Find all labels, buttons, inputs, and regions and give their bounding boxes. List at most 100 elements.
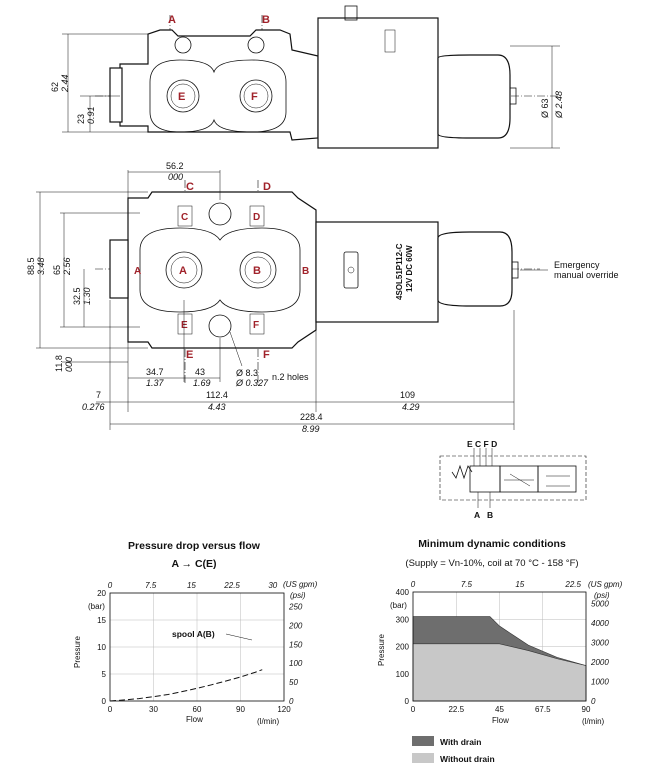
dim-11-in: 000 xyxy=(64,357,74,372)
port-label-e-below: E xyxy=(186,349,193,361)
chart-left-title: Pressure drop versus flow xyxy=(128,540,261,552)
dim-56: 56.2 xyxy=(166,161,184,171)
port-label-d-body: D xyxy=(253,212,260,223)
port-label-e-body: E xyxy=(181,320,188,331)
y-tick-label: 10 xyxy=(97,643,106,652)
symbol-label-b: B xyxy=(487,510,493,520)
dim-34-in: 1.37 xyxy=(146,378,165,388)
port-boss-outline-front xyxy=(139,227,301,313)
port-label-c: C xyxy=(186,181,194,193)
dim-62-in: 2.44 xyxy=(60,74,70,93)
x-tick-label: 90 xyxy=(236,705,245,714)
left-fitting-front xyxy=(109,239,129,299)
leader-line xyxy=(229,331,243,367)
coil-label-1: 4SOL51P112-C xyxy=(395,243,404,300)
port-a-top xyxy=(174,36,192,54)
dim-88-in: 3.48 xyxy=(36,257,46,275)
port-label-b: B xyxy=(262,14,270,26)
hydraulic-symbol: E C F D A B xyxy=(439,439,587,520)
y-tick-label: 0 xyxy=(405,697,410,706)
dim-32: 32.5 xyxy=(72,287,82,305)
dim-d63-in: Ø 2.48 xyxy=(554,91,564,119)
chart-right-xlabel: Flow xyxy=(492,716,509,725)
dim-23-in: 0.91 xyxy=(86,106,96,124)
solenoid-coil-front xyxy=(315,221,439,323)
secondary-y-tick: 2000 xyxy=(590,658,609,667)
dim-88: 88.5 xyxy=(26,257,36,275)
dim-109-in: 4.29 xyxy=(402,402,420,412)
chart-right-ylabel: Pressure xyxy=(377,633,386,666)
y-tick-label: 15 xyxy=(97,616,106,625)
legend-with-drain: With drain xyxy=(440,737,481,747)
dim-hole: Ø 8.3 xyxy=(236,368,258,378)
secondary-x-tick: 7.5 xyxy=(145,581,157,590)
port-d-boss xyxy=(249,205,265,227)
port-label-b-front: B xyxy=(253,265,261,277)
y-tick-label: 400 xyxy=(396,588,410,597)
x-tick-label: 120 xyxy=(277,705,291,714)
solenoid-cap-top xyxy=(437,54,511,139)
port-a-circle xyxy=(165,251,203,289)
chart-right-top-unit: (US gpm) xyxy=(588,580,623,589)
plot-frame xyxy=(109,592,285,702)
spring-symbol xyxy=(451,464,473,480)
secondary-y-tick: 250 xyxy=(288,603,303,612)
secondary-y-tick: 100 xyxy=(289,659,303,668)
chart-right-right-unit: (psi) xyxy=(594,591,610,600)
chart-min-dynamic: Minimum dynamic conditions (Supply = Vn-… xyxy=(377,538,623,764)
dim-7: 7 xyxy=(96,390,101,400)
port-label-a-front: A xyxy=(179,265,187,277)
symbol-boundary xyxy=(439,455,587,501)
legend-swatch-without xyxy=(412,753,434,763)
dim-hole-note: n.2 holes xyxy=(272,372,309,382)
x-tick-label: 30 xyxy=(149,705,158,714)
left-fitting xyxy=(109,67,123,123)
port-label-f-body: F xyxy=(253,320,259,331)
y-tick-label: 300 xyxy=(396,615,410,624)
port-e-inner xyxy=(170,83,196,109)
secondary-x-tick: 22.5 xyxy=(564,580,581,589)
secondary-x-tick: 22.5 xyxy=(223,581,240,590)
override-button[interactable] xyxy=(511,261,519,279)
x-tick-label: 60 xyxy=(193,705,202,714)
dim-109: 109 xyxy=(400,390,415,400)
solenoid-coil-top xyxy=(317,17,439,149)
secondary-y-tick: 5000 xyxy=(591,600,609,609)
chart-left-right-unit: (psi) xyxy=(290,591,306,600)
dim-23: 23 xyxy=(76,114,86,124)
dim-d63: Ø 63 xyxy=(540,98,550,118)
dim-65-in: 2.56 xyxy=(62,257,72,276)
secondary-x-tick: 0 xyxy=(108,581,113,590)
port-label-f-below: F xyxy=(263,349,270,361)
port-label-c-body: C xyxy=(181,212,188,223)
x-tick-label: 22.5 xyxy=(448,705,464,714)
port-e-boss xyxy=(177,313,193,335)
y-tick-label: 20 xyxy=(97,589,106,598)
curve-label-leader xyxy=(225,633,253,641)
dim-43-in: 1.69 xyxy=(193,378,211,388)
port-label-d: D xyxy=(263,181,271,193)
symbol-box-2 xyxy=(499,465,539,493)
dim-56-in: 000 xyxy=(168,172,183,182)
connector-screw xyxy=(347,266,355,274)
area-without-drain xyxy=(412,643,587,702)
plot-frame xyxy=(412,591,587,702)
port-boss-outline xyxy=(149,59,287,133)
secondary-y-tick: 200 xyxy=(288,621,303,630)
y-tick-label: 200 xyxy=(396,643,410,652)
secondary-y-tick: 0 xyxy=(591,697,596,706)
y-tick-label: 100 xyxy=(396,670,410,679)
secondary-y-tick: 150 xyxy=(289,640,303,649)
dim-32-in: 1.30 xyxy=(82,287,92,305)
port-a-inner xyxy=(170,256,198,284)
secondary-y-tick: 0 xyxy=(289,697,294,706)
port-b-circle xyxy=(239,251,277,289)
x-tick-label: 0 xyxy=(411,705,416,714)
solenoid-cap-front xyxy=(437,231,513,307)
chart-left-left-unit: (bar) xyxy=(88,602,105,611)
dim-112: 112.4 xyxy=(206,390,228,400)
port-label-b-side: B xyxy=(302,266,309,277)
port-label-e: E xyxy=(178,91,185,103)
